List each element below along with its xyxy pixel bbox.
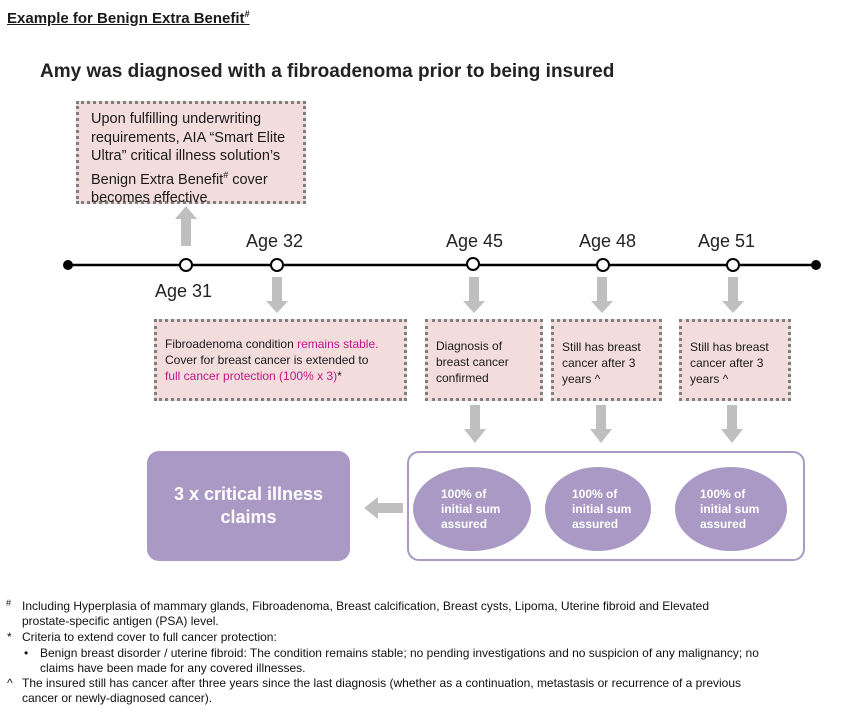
timeline-start-dot <box>63 260 73 270</box>
footnote-text: Benign breast disorder / uterine fibroid… <box>40 646 759 660</box>
diagnosis-box: Diagnosis of breast cancer confirmed <box>425 319 543 401</box>
condition-stable-box: Fibroadenoma condition remains stable. C… <box>154 319 407 401</box>
footnote-text: claims have been made for any covered il… <box>40 661 306 675</box>
down-arrow-icon <box>722 277 744 313</box>
page-title: Example for Benign Extra Benefit# <box>7 9 250 27</box>
critical-illness-claims-box: 3 x critical illness claims <box>147 451 350 561</box>
still-has-cancer-box-48: Still has breast cancer after 3 years ^ <box>551 319 662 401</box>
milestone-age-45 <box>466 257 480 271</box>
down-arrow-icon <box>463 277 485 313</box>
footnote-mark: * <box>7 630 12 644</box>
bullet-icon: • <box>24 646 29 660</box>
up-arrow-icon <box>175 206 197 246</box>
footnote-text: cancer or newly-diagnosed cancer). <box>22 691 213 705</box>
down-arrow-icon <box>464 405 486 443</box>
age-label-45: Age 45 <box>446 231 504 251</box>
down-arrow-icon <box>721 405 743 443</box>
milestone-age-51 <box>726 258 740 272</box>
footnote-mark: ^ <box>7 676 13 690</box>
sum-assured-ellipse: 100% of initial sum assured <box>675 467 787 551</box>
milestone-age-48 <box>596 258 610 272</box>
down-arrow-icon <box>590 405 612 443</box>
footnote-text: The insured still has cancer after three… <box>22 676 742 690</box>
still-has-cancer-box-51: Still has breast cancer after 3 years ^ <box>679 319 791 401</box>
timeline-end-dot <box>811 260 821 270</box>
footnote-text: Including Hyperplasia of mammary glands,… <box>22 599 709 613</box>
footnotes: # Including Hyperplasia of mammary gland… <box>6 596 836 708</box>
milestone-age-31 <box>179 258 193 272</box>
scenario-heading: Amy was diagnosed with a fibroadenoma pr… <box>40 61 615 82</box>
down-arrow-icon <box>266 277 288 313</box>
milestone-age-32 <box>270 258 284 272</box>
footnote-mark: # <box>244 9 250 19</box>
down-arrow-icon <box>591 277 613 313</box>
age-label-32: Age 32 <box>246 231 304 251</box>
timeline-diagram <box>63 206 821 519</box>
left-arrow-icon <box>364 497 403 519</box>
sum-assured-ellipse: 100% of initial sum assured <box>545 467 651 551</box>
age-label-51: Age 51 <box>698 231 756 251</box>
sum-assured-ellipse: 100% of initial sum assured <box>413 467 531 551</box>
cover-effective-box: Upon fulfilling underwriting requirement… <box>76 101 306 206</box>
age-label-31: Age 31 <box>155 281 213 301</box>
age-label-48: Age 48 <box>579 231 637 251</box>
footnote-text: prostate-specific antigen (PSA) level. <box>22 614 219 628</box>
footnote-text: Criteria to extend cover to full cancer … <box>22 630 277 644</box>
footnote-mark: # <box>6 598 12 608</box>
